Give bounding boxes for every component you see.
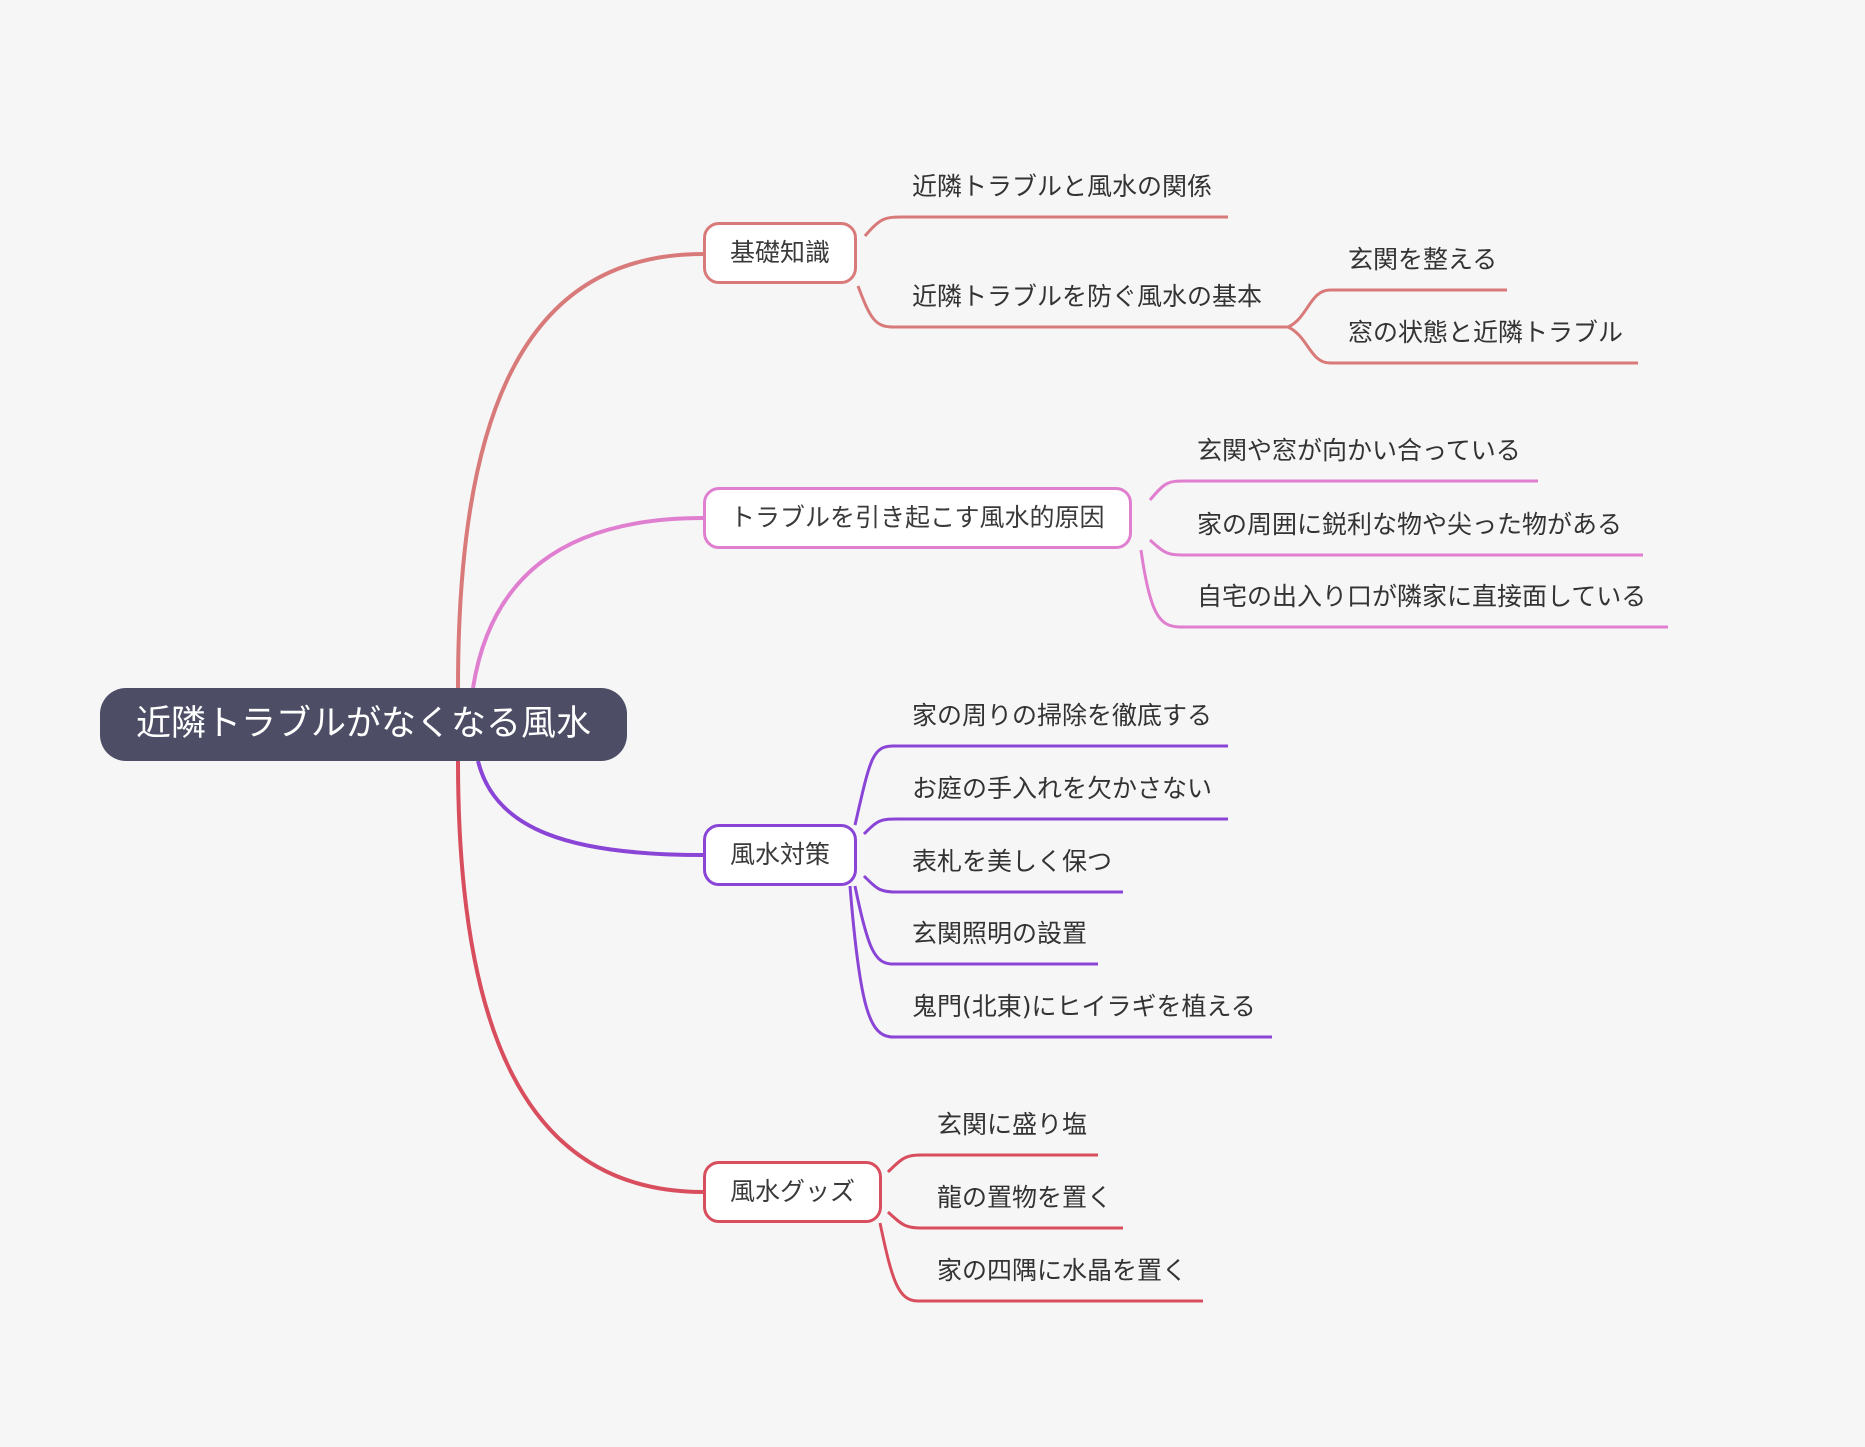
connector-b2-c3	[1139, 549, 1668, 629]
leaf-topic[interactable]: 窓の状態と近隣トラブル	[1348, 318, 1624, 347]
leaf-topic[interactable]: 家の周囲に鋭利な物や尖った物がある	[1197, 510, 1623, 539]
connector-b2-c1	[1148, 479, 1538, 501]
connector-b4-c3	[878, 1222, 1203, 1303]
connector-root-branch-4	[456, 760, 704, 1194]
leaf-topic[interactable]: 龍の置物を置く	[937, 1183, 1113, 1212]
connector-b3-c4	[853, 885, 1098, 966]
leaf-topic[interactable]: 鬼門(北東)にヒイラギを植える	[912, 992, 1256, 1021]
connector-b2-c2	[1148, 538, 1643, 557]
leaf-topic[interactable]: 玄関に盛り塩	[937, 1110, 1088, 1139]
connector-b4-c2	[886, 1210, 1123, 1230]
connector-b4-c1	[886, 1153, 1098, 1174]
branch-topic-causes[interactable]: トラブルを引き起こす風水的原因	[703, 487, 1132, 549]
leaf-topic[interactable]: 近隣トラブルを防ぐ風水の基本	[912, 282, 1263, 311]
connector-b1-c2	[856, 285, 1288, 329]
branch-topic-basic-knowledge[interactable]: 基礎知識	[703, 222, 858, 284]
leaf-topic[interactable]: お庭の手入れを欠かさない	[912, 774, 1213, 803]
connector-b3-c3	[862, 874, 1123, 894]
leaf-topic[interactable]: 家の周りの掃除を徹底する	[912, 701, 1213, 730]
branch-topic-goods[interactable]: 風水グッズ	[703, 1161, 883, 1223]
connector-b3-c2	[862, 817, 1228, 836]
connector-b1-c2-g2	[1287, 325, 1638, 365]
connector-b3-c5	[848, 885, 1272, 1039]
leaf-topic[interactable]: 玄関照明の設置	[912, 919, 1088, 948]
connector-root-branch-1	[456, 252, 704, 689]
leaf-topic[interactable]: 近隣トラブルと風水の関係	[912, 172, 1213, 201]
leaf-topic[interactable]: 表札を美しく保つ	[912, 847, 1113, 876]
branch-topic-countermeasures[interactable]: 風水対策	[703, 824, 858, 886]
connector-root-branch-3	[476, 760, 704, 857]
leaf-topic[interactable]: 玄関を整える	[1348, 245, 1498, 274]
connector-b1-c2-g1	[1287, 288, 1507, 329]
root-topic[interactable]: 近隣トラブルがなくなる風水	[100, 688, 627, 761]
leaf-topic[interactable]: 自宅の出入り口が隣家に直接面している	[1197, 582, 1647, 611]
connector-b1-c1	[863, 215, 1228, 237]
connector-root-branch-2	[471, 516, 704, 689]
leaf-topic[interactable]: 家の四隅に水晶を置く	[937, 1256, 1188, 1285]
connector-b3-c1	[853, 744, 1228, 826]
leaf-topic[interactable]: 玄関や窓が向かい合っている	[1197, 436, 1521, 465]
